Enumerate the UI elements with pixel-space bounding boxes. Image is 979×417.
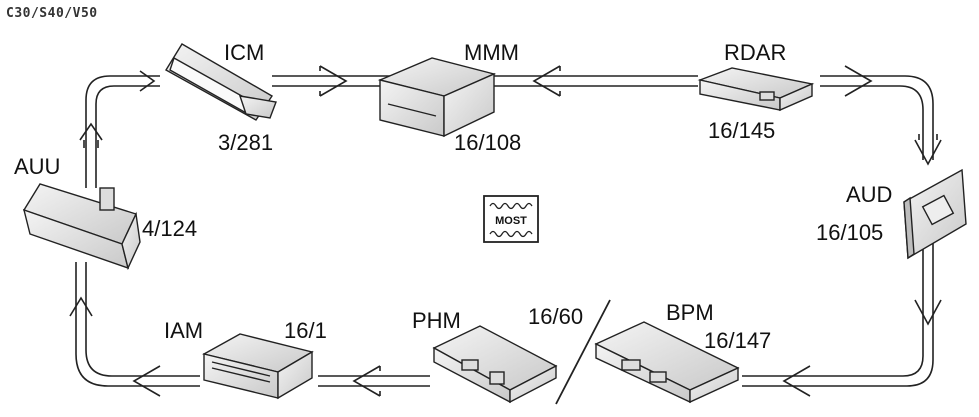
arrow-left-icon: [782, 365, 811, 397]
conduit-rdar-aud: [820, 75, 934, 160]
connector-divider-line: [555, 299, 611, 405]
phm-label: PHM: [412, 308, 461, 333]
arrow-left-icon: [352, 365, 381, 397]
icm-label: ICM: [224, 40, 265, 65]
bpm-label: BPM: [666, 300, 714, 325]
aud-module-image: [903, 168, 967, 260]
conduit-phm-iam: [318, 375, 430, 387]
iam-label: IAM: [164, 318, 204, 343]
iam-code: 16/1: [284, 318, 327, 343]
rdar-label: RDAR: [724, 40, 787, 65]
mmm-code: 16/108: [454, 130, 522, 155]
arrow-down-icon: [914, 299, 942, 326]
arrow-left-icon: [132, 365, 161, 397]
arrow-right-icon: [139, 70, 156, 92]
icm-module-image: [165, 43, 277, 121]
rdar-module-image: [697, 67, 815, 112]
bpm-code: 16/147: [704, 328, 772, 353]
conduit-auu-icm: [85, 75, 160, 188]
mmm-module-image: [377, 57, 497, 138]
auu-code: 4/124: [142, 216, 198, 241]
vehicle-model-label: C30/S40/V50: [6, 6, 98, 21]
bpm-module-image: [594, 321, 740, 404]
conduit-mmm-rdar: [494, 75, 698, 87]
most-bus-icon: MOST: [483, 195, 539, 243]
most-bus-label: MOST: [495, 215, 527, 227]
aud-code: 16/105: [816, 220, 884, 245]
rdar-code: 16/145: [708, 118, 776, 143]
iam-module-image: [202, 333, 314, 400]
conduit-icm-mmm: [272, 75, 396, 87]
conduit-iam-auu: [75, 262, 200, 387]
mmm-label: MMM: [464, 40, 519, 65]
phm-code: 16/60: [528, 304, 584, 329]
arrow-right-icon: [844, 65, 873, 97]
auu-label: AUU: [14, 154, 61, 179]
aud-label: AUD: [846, 182, 893, 207]
conduit-aud-bpm: [742, 232, 934, 387]
arrow-up-icon: [79, 122, 103, 148]
phm-module-image: [432, 325, 558, 404]
arrow-up-icon: [69, 296, 93, 317]
ring-connections: [69, 65, 942, 397]
icm-code: 3/281: [218, 130, 274, 155]
arrow-right-icon: [319, 65, 348, 97]
auu-module-image: [22, 183, 141, 271]
arrow-down-icon: [914, 134, 942, 166]
arrow-left-icon: [532, 65, 561, 97]
